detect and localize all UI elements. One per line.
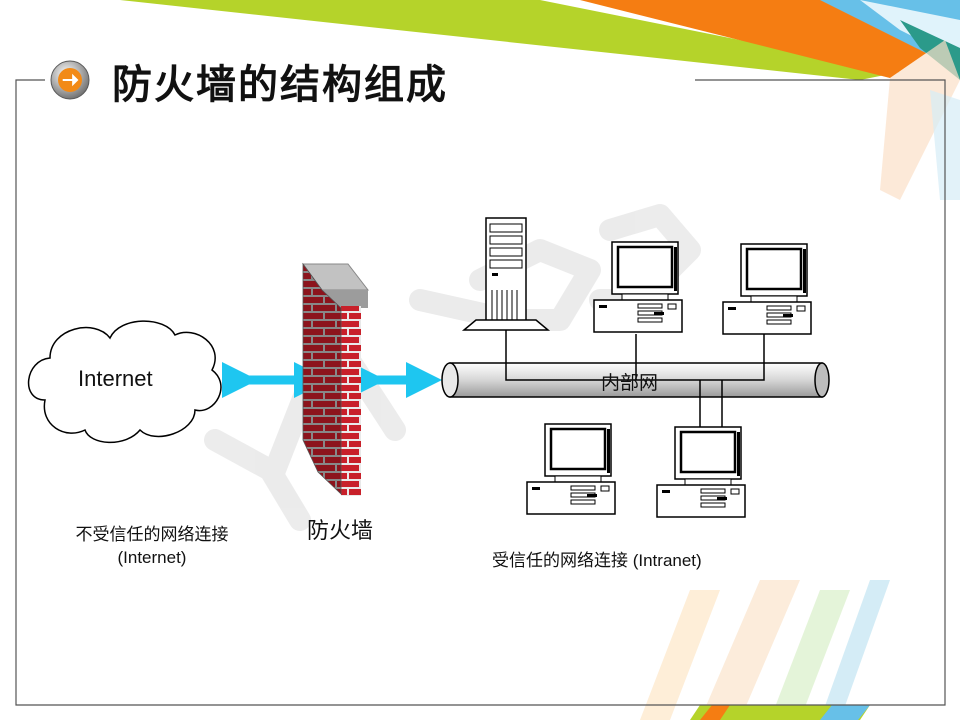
- decor-bottom: [640, 580, 890, 720]
- trusted-caption: 受信任的网络连接 (Intranet): [492, 551, 702, 570]
- untrusted-label: 不受信任的网络连接: [75, 525, 229, 544]
- untrusted-sub: (Internet): [117, 548, 187, 567]
- arrow-right-circle-icon: [50, 60, 90, 100]
- cloud-label: Internet: [78, 366, 153, 391]
- decor-top: [120, 0, 960, 200]
- firewall-label: 防火墙: [307, 518, 374, 543]
- frame-border: [15, 79, 946, 706]
- computer-icon: [721, 242, 813, 336]
- network-label: 内部网: [601, 373, 659, 394]
- firewall-icon: [302, 262, 370, 496]
- computer-icon: [525, 422, 617, 516]
- untrusted-caption: 不受信任的网络连接 (Internet): [62, 523, 242, 569]
- connection-lines: [505, 318, 765, 428]
- computer-icon: [592, 240, 684, 334]
- server-icon: [461, 217, 551, 331]
- cloud-icon: [28, 320, 222, 444]
- slide-title: 防火墙的结构组成: [112, 62, 448, 108]
- computer-icon: [655, 425, 747, 519]
